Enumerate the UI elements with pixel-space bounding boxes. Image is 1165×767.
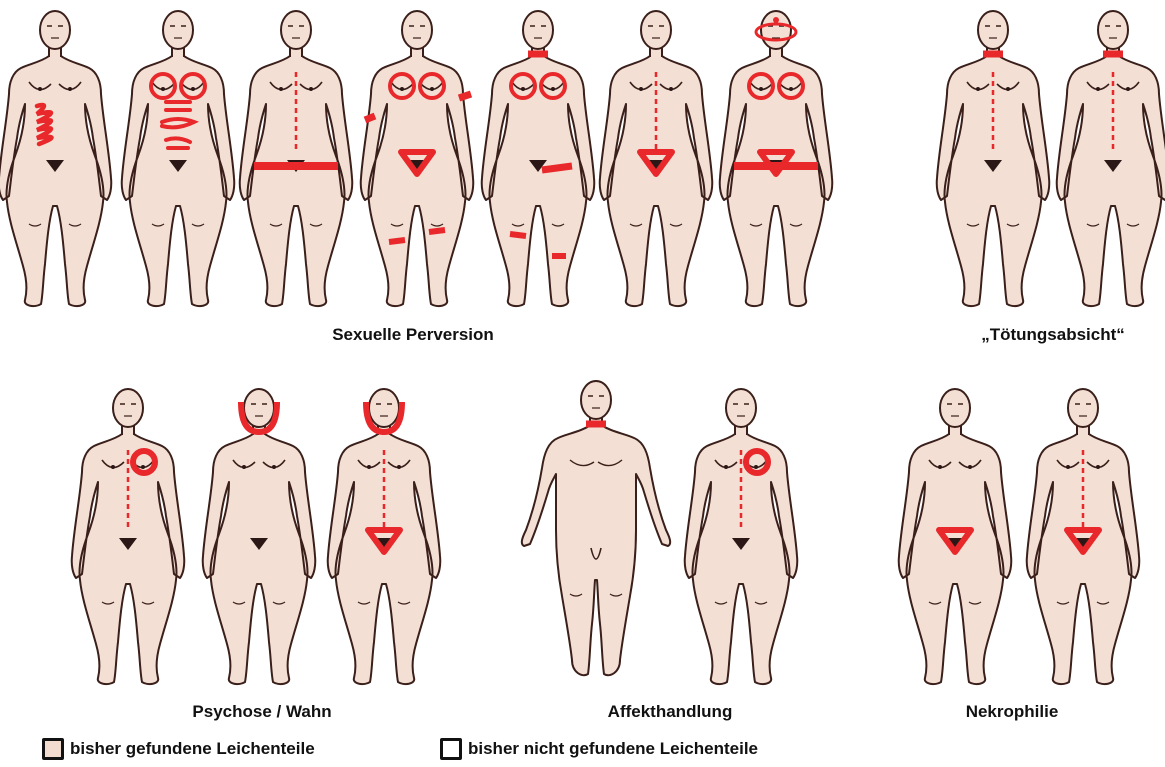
- nipple-left: [242, 465, 246, 469]
- legend-found: bisher gefundene Leichenteile: [42, 738, 315, 760]
- figure-10: [72, 389, 185, 684]
- figure-11: [203, 389, 316, 684]
- nipple-right: [1006, 87, 1010, 91]
- figure-1: [0, 11, 111, 306]
- nipple-left: [1096, 87, 1100, 91]
- figure-5: [482, 11, 595, 306]
- figure-12: [328, 389, 441, 684]
- figure-4: [361, 11, 474, 306]
- group-label-necrophilia: Nekrophilie: [966, 702, 1059, 722]
- nipple-right: [430, 87, 434, 91]
- figure-9: [1057, 11, 1165, 306]
- body-silhouette: [0, 56, 111, 306]
- head: [726, 389, 756, 427]
- nipple-right: [141, 465, 145, 469]
- head: [523, 11, 553, 49]
- legend-found-label: bisher gefundene Leichenteile: [70, 739, 315, 759]
- body-silhouette: [122, 56, 235, 306]
- group-label-intent-to-kill: „Tötungsabsicht“: [981, 325, 1125, 345]
- head: [281, 11, 311, 49]
- figure-13: [522, 381, 670, 675]
- figure-3: [240, 11, 353, 306]
- group-label-affect: Affekthandlung: [608, 702, 733, 722]
- nipple-right: [272, 465, 276, 469]
- legend-found-swatch: [42, 738, 64, 760]
- nipple-right: [789, 87, 793, 91]
- nipple-right: [1126, 87, 1130, 91]
- group-label-sexual-perversion: Sexuelle Perversion: [332, 325, 494, 345]
- figure-6: [600, 11, 713, 306]
- head: [978, 11, 1008, 49]
- head: [1068, 389, 1098, 427]
- figure-8: [937, 11, 1050, 306]
- nipple-left: [976, 87, 980, 91]
- head: [1098, 11, 1128, 49]
- nipple-right: [669, 87, 673, 91]
- group-label-psychosis: Psychose / Wahn: [192, 702, 331, 722]
- legend-not-found-label: bisher nicht gefundene Leichenteile: [468, 739, 758, 759]
- nipple-left: [724, 465, 728, 469]
- head: [940, 389, 970, 427]
- body-silhouette: [899, 434, 1012, 684]
- figure-7: [720, 11, 833, 306]
- head: [369, 389, 399, 427]
- nipple-right: [397, 465, 401, 469]
- head: [40, 11, 70, 49]
- nipple-left: [38, 87, 42, 91]
- head: [163, 11, 193, 49]
- figure-16: [1027, 389, 1140, 684]
- body-silhouette: [482, 56, 595, 306]
- nipple-left: [521, 87, 525, 91]
- nipple-right: [968, 465, 972, 469]
- legend-not-found: bisher nicht gefundene Leichenteile: [440, 738, 758, 760]
- nipple-left: [639, 87, 643, 91]
- nipple-right: [1096, 465, 1100, 469]
- wound-thigh: [542, 166, 572, 170]
- nipple-left: [938, 465, 942, 469]
- nipple-left: [1066, 465, 1070, 469]
- head: [761, 11, 791, 49]
- legend-not-found-swatch: [440, 738, 462, 760]
- head: [244, 389, 274, 427]
- figure-2: [122, 11, 235, 306]
- nipple-left: [400, 87, 404, 91]
- head: [581, 381, 611, 419]
- head: [641, 11, 671, 49]
- head: [113, 389, 143, 427]
- nipple-left: [161, 87, 165, 91]
- wound-head-ring: [773, 17, 779, 23]
- nipple-right: [68, 87, 72, 91]
- nipple-left: [367, 465, 371, 469]
- nipple-right: [754, 465, 758, 469]
- body-silhouette: [720, 56, 833, 306]
- body-silhouette: [361, 56, 474, 306]
- body-silhouette: [203, 434, 316, 684]
- nipple-left: [759, 87, 763, 91]
- body-silhouette: [1057, 56, 1165, 306]
- nipple-right: [191, 87, 195, 91]
- figure-14: [685, 389, 798, 684]
- nipple-right: [551, 87, 555, 91]
- head: [402, 11, 432, 49]
- nipple-right: [309, 87, 313, 91]
- nipple-left: [111, 465, 115, 469]
- nipple-left: [279, 87, 283, 91]
- figure-15: [899, 389, 1012, 684]
